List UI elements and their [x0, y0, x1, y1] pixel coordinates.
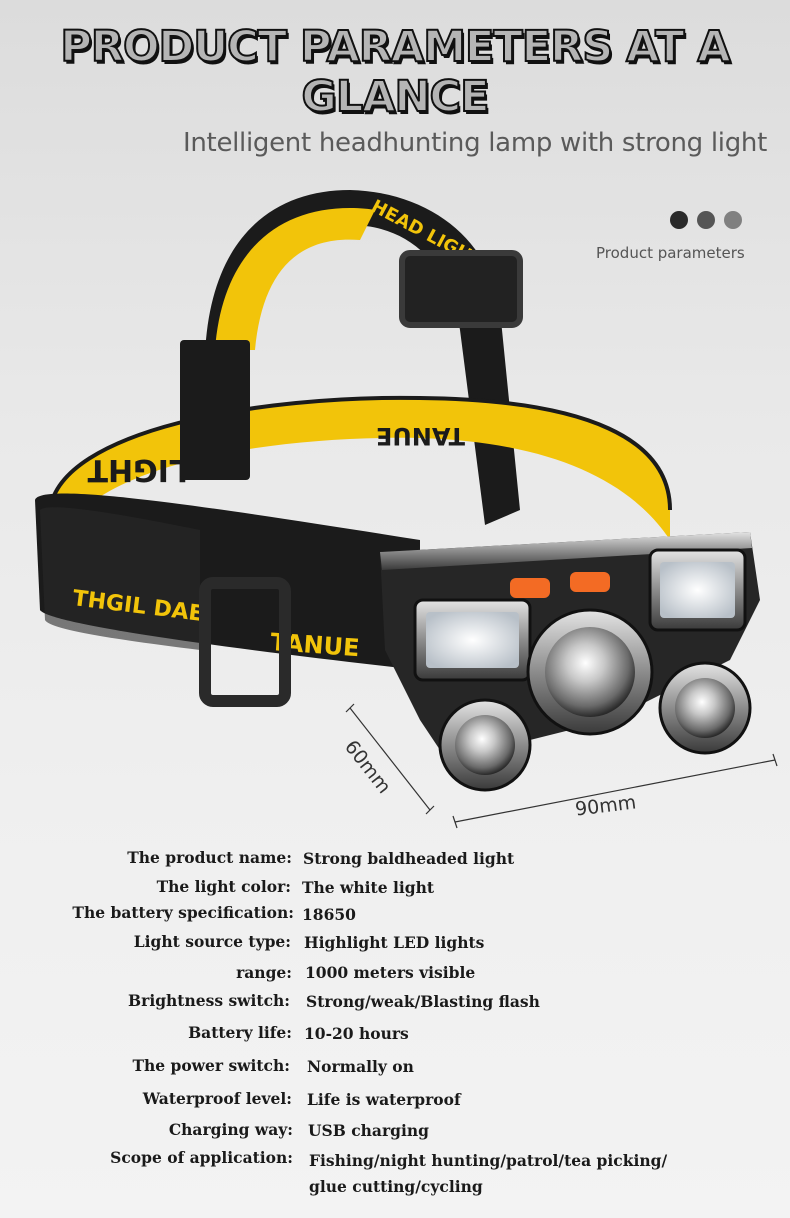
spec-label: Battery life: [188, 1023, 292, 1042]
spec-label: range: [236, 963, 292, 982]
spec-value: Strong/weak/Blasting flash [306, 992, 540, 1011]
spec-value: Normally on [307, 1057, 414, 1076]
spec-value: Life is waterproof [307, 1090, 461, 1109]
page-title: PRODUCT PARAMETERS AT A GLANCE [59, 21, 731, 123]
spec-label: Light source type: [133, 932, 291, 951]
spec-row: The power switch: Normally on [0, 1056, 790, 1080]
spec-row: The battery specification: 18650 [0, 903, 790, 927]
band-text-light: LIGHT [87, 452, 188, 487]
spec-value: Highlight LED lights [304, 933, 485, 952]
spec-row: Scope of application: Fishing/night hunt… [0, 1148, 790, 1200]
headlamp-image: TANUE HEAD LIGHT LIGHT TANUE THGIL DAE T… [35, 190, 778, 829]
spec-label: Charging way: [168, 1120, 293, 1139]
color-dot-light [724, 211, 742, 229]
spec-row: Light source type: Highlight LED lights [0, 932, 790, 956]
spec-label: The battery specification: [72, 903, 294, 922]
svg-text:TANUE: TANUE [376, 422, 465, 450]
spec-row: Brightness switch: Strong/weak/Blasting … [0, 991, 790, 1015]
color-dot-medium [697, 211, 715, 229]
spec-row: range: 1000 meters visible [0, 963, 790, 987]
color-dot-dark [670, 211, 688, 229]
spec-value: Strong baldheaded light [303, 849, 515, 868]
params-caption: Product parameters [596, 244, 745, 262]
spec-label: The power switch: [132, 1056, 290, 1075]
spec-row: The product name: Strong baldheaded ligh… [0, 848, 790, 872]
spec-row: Charging way: USB charging [0, 1120, 790, 1144]
spec-value: USB charging [308, 1121, 429, 1140]
spec-label: Scope of application: [110, 1148, 293, 1167]
spec-value: 18650 [302, 905, 356, 924]
spec-row: The light color: The white light [0, 877, 790, 901]
subtitle: Intelligent headhunting lamp with strong… [183, 128, 767, 158]
spec-label: Waterproof level: [142, 1089, 292, 1108]
spec-value: 10-20 hours [304, 1024, 409, 1043]
color-dots [670, 211, 742, 229]
spec-label: Brightness switch: [128, 991, 290, 1010]
spec-label: The light color: [156, 877, 291, 896]
spec-value: 1000 meters visible [305, 963, 476, 982]
spec-value: Fishing/night hunting/patrol/tea picking… [309, 1151, 668, 1196]
spec-row: Waterproof level: Life is waterproof [0, 1089, 790, 1113]
spec-label: The product name: [127, 848, 292, 867]
spec-row: Battery life: 10-20 hours [0, 1023, 790, 1047]
spec-value: The white light [302, 878, 435, 897]
